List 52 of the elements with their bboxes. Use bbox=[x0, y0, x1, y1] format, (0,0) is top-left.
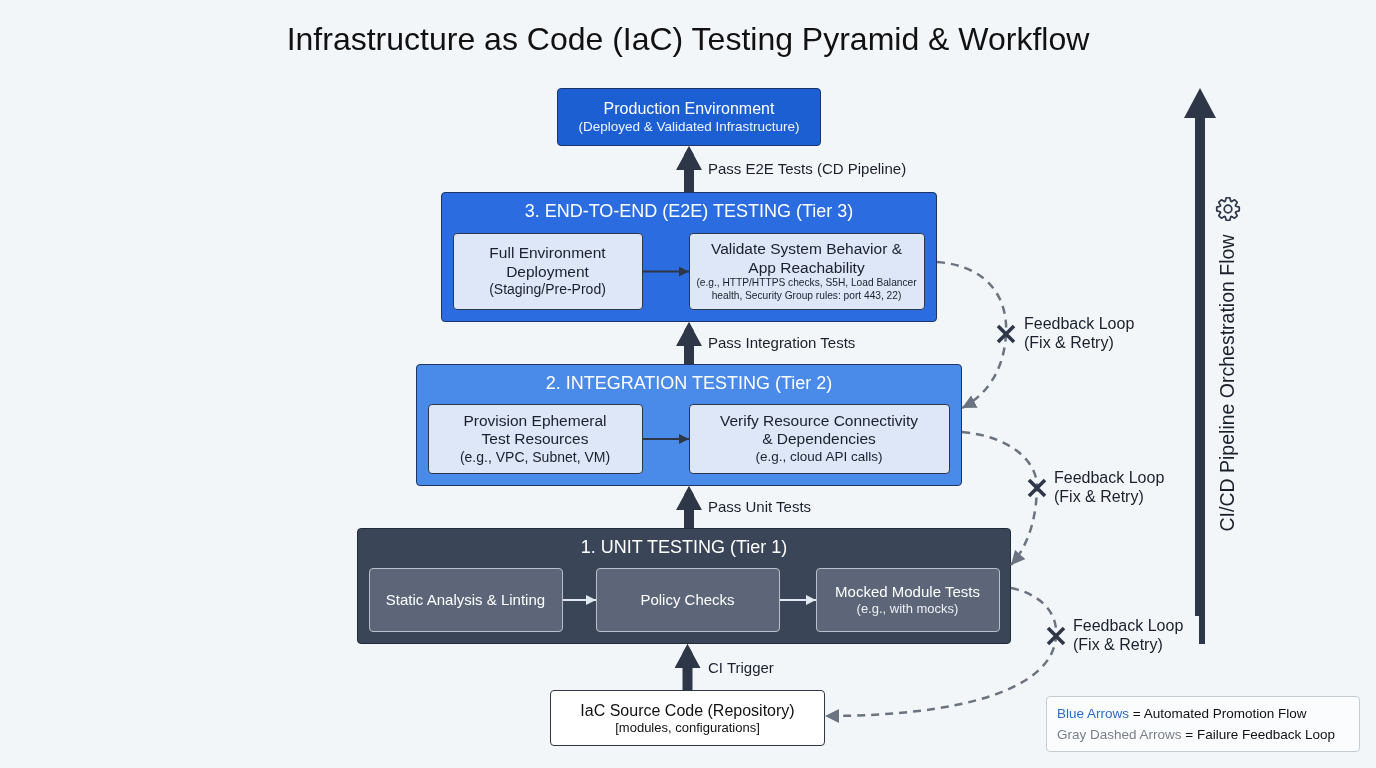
box-title: Verify Resource Connectivity & Dependencies bbox=[718, 411, 920, 449]
box-title: Production Environment bbox=[603, 99, 775, 119]
box-subtitle: (e.g., VPC, Subnet, VM) bbox=[459, 448, 611, 466]
tier-panel bbox=[416, 364, 962, 486]
edge-label: Feedback Loop (Fix & Retry) bbox=[1071, 616, 1199, 655]
box-subtitle: (e.g., cloud API calls) bbox=[755, 449, 883, 466]
box-title: Mocked Module Tests bbox=[835, 582, 980, 601]
tier-panel bbox=[357, 528, 1011, 644]
arrow bbox=[642, 434, 690, 444]
box-title: Static Analysis & Linting bbox=[385, 590, 546, 609]
arrow bbox=[562, 595, 597, 605]
legend-text: = Automated Promotion Flow bbox=[1132, 705, 1307, 723]
thick-arrow bbox=[674, 644, 701, 690]
legend-text: = Failure Feedback Loop bbox=[1185, 726, 1336, 744]
box-subtitle: (Deployed & Validated Infrastructure) bbox=[578, 118, 800, 135]
tier-heading: 2. INTEGRATION TESTING (Tier 2) bbox=[545, 373, 833, 395]
edge-label: CI Trigger bbox=[706, 659, 776, 677]
tier-heading: 3. END-TO-END (E2E) TESTING (Tier 3) bbox=[524, 201, 854, 223]
process-box bbox=[688, 232, 925, 310]
box-title: Validate System Behavior & App Reachability bbox=[710, 240, 903, 278]
tier-heading: 1. UNIT TESTING (Tier 1) bbox=[580, 537, 788, 559]
process-box bbox=[427, 403, 643, 474]
edge-label: Pass E2E Tests (CD Pipeline) bbox=[706, 160, 909, 178]
tier-panel bbox=[441, 192, 937, 322]
box-subtitle: [modules, configurations] bbox=[615, 719, 760, 736]
process-box bbox=[688, 403, 950, 474]
legend-key: Gray Dashed Arrows bbox=[1057, 724, 1182, 745]
box-subtitle: (e.g., HTTP/HTTPS checks, S5H, Load Balancer health, Security Group rules: port 443, 22) bbox=[695, 277, 918, 302]
edge-label: Pass Integration Tests bbox=[706, 334, 858, 352]
thick-arrow bbox=[676, 486, 702, 528]
diagram-title: Infrastructure as Code (IaC) Testing Pyramid & Workflow bbox=[286, 20, 1090, 59]
dashed-arrow bbox=[936, 260, 1008, 410]
arrow bbox=[642, 266, 690, 277]
arrow bbox=[779, 595, 817, 605]
box-subtitle: (e.g., with mocks) bbox=[856, 600, 959, 617]
box-title: IaC Source Code (Repository) bbox=[580, 700, 795, 720]
box-title: Policy Checks bbox=[640, 590, 735, 609]
dashed-arrow bbox=[824, 586, 1058, 723]
thick-arrow bbox=[676, 322, 702, 364]
box-title: Full Environment Deployment bbox=[488, 244, 607, 282]
process-box bbox=[368, 567, 563, 632]
box-title: Provision Ephemeral Test Resources bbox=[462, 411, 608, 449]
dashed-arrow bbox=[961, 430, 1039, 566]
stage-box bbox=[550, 690, 825, 746]
legend-key: Blue Arrows bbox=[1057, 703, 1130, 724]
process-box bbox=[815, 567, 1000, 632]
stage-box bbox=[557, 88, 821, 146]
process-box bbox=[595, 567, 780, 632]
box-subtitle: (Staging/Pre-Prod) bbox=[489, 281, 606, 298]
process-box bbox=[452, 232, 643, 310]
thick-arrow bbox=[676, 146, 702, 192]
vertical-label: CI/CD Pipeline Orchestration Flow bbox=[1216, 234, 1240, 532]
